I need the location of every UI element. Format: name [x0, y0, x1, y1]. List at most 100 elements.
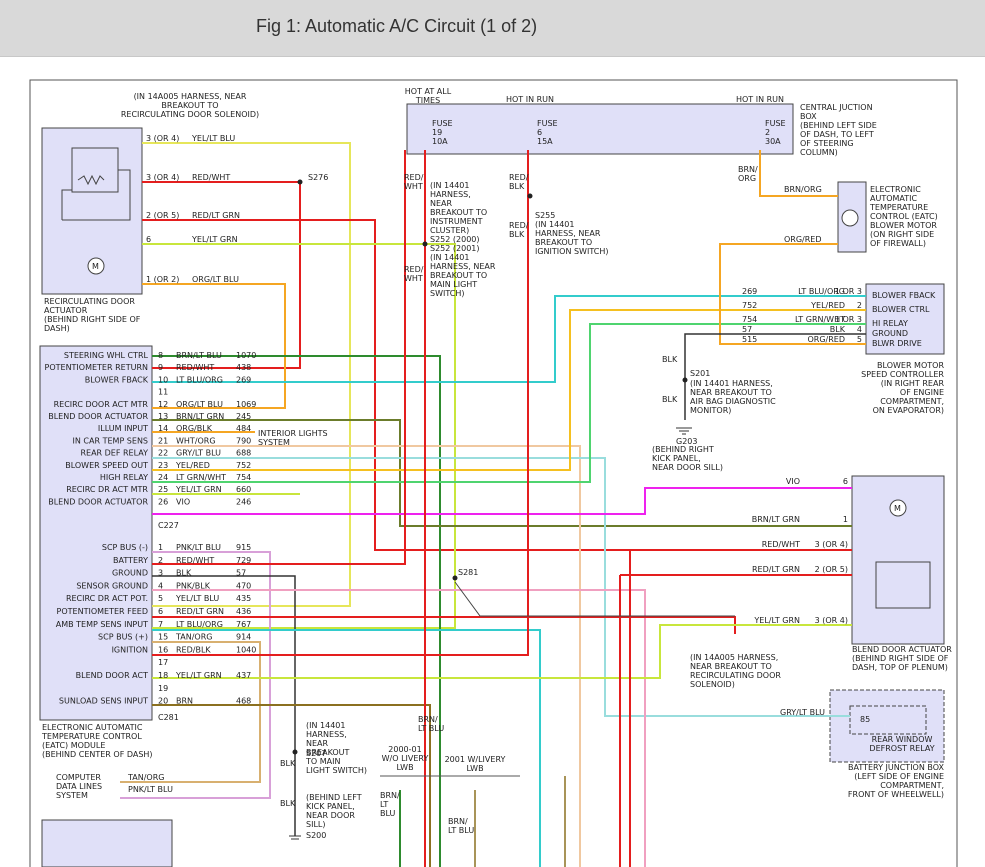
blend-pin-2: 3 (OR 4) [815, 540, 848, 549]
recirc-desc-line-2: (BEHIND RIGHT SIDE OF [44, 315, 141, 324]
c281-circ-12: 468 [236, 697, 251, 706]
bc-pin-4: 5 [857, 335, 862, 344]
c227-label-0: STEERING WHL CTRL [64, 351, 149, 360]
bc-circuit-3: 57 [742, 325, 752, 334]
livery-1-line-1: W/O LIVERY [382, 754, 429, 763]
s200-note-line-0: (BEHIND LEFT [306, 793, 362, 802]
c227-pin-0: 8 [158, 351, 163, 360]
c281-pin-8: 16 [158, 645, 168, 654]
bc-circuit-4: 515 [742, 335, 757, 344]
c227-pin-5: 13 [158, 412, 168, 421]
c281-pin-10: 18 [158, 671, 168, 680]
c227-wire-4: ORG/LT BLU [176, 400, 223, 409]
s281-note-line-1: NEAR BREAKOUT TO [690, 662, 772, 671]
bc-wire-4: ORG/RED [807, 335, 845, 344]
fuse-19-line-1: 19 [432, 128, 442, 137]
c227-circ-4: 1069 [236, 400, 256, 409]
mid-red-wht-2-line-0: RED/ [404, 265, 424, 274]
fuse-6-line-2: 15A [537, 137, 553, 146]
c227-label-8: REAR DEF RELAY [80, 449, 148, 458]
fuse-box-desc-line-5: COLUMN) [800, 148, 838, 157]
bc-circuit-2: 754 [742, 315, 757, 324]
harness-note-line-0: (IN 14A005 HARNESS, NEAR [134, 92, 247, 101]
g203-desc-line-2: NEAR DOOR SILL) [652, 463, 723, 472]
wire-yel-red [152, 309, 866, 471]
s200-note-line-3: SILL) [306, 820, 325, 829]
bjb-desc-line-2: COMPARTMENT, [880, 781, 944, 790]
c227-circ-1: 438 [236, 363, 251, 372]
eatc-desc-line-1: TEMPERATURE CONTROL [41, 732, 142, 741]
blend-desc-line-2: DASH, TOP OF PLENUM) [852, 663, 948, 672]
c281-wire-6: LT BLU/ORG [176, 620, 223, 629]
relay-pin-85: 85 [860, 715, 870, 724]
bc-desc-line-4: COMPARTMENT, [880, 397, 944, 406]
wire-pnk-blk [152, 589, 646, 867]
c281-pin-4: 5 [158, 594, 163, 603]
c227-pin-4: 12 [158, 400, 168, 409]
s207-note-line-5: LIGHT SWITCH) [306, 766, 367, 775]
mid-s255-note-line-2: HARNESS, NEAR [535, 229, 601, 238]
c281-label-12: SUNLOAD SENS INPUT [59, 697, 148, 706]
recirc-pin-1: 3 (OR 4) [146, 173, 179, 182]
interior-lights-line-0: INTERIOR LIGHTS [258, 429, 328, 438]
page-title: Fig 1: Automatic A/C Circuit (1 of 2) [256, 16, 538, 36]
wire-yel-lt-grn-437 [152, 624, 852, 679]
brn-lt-blu-1-line-1: LT BLU [418, 724, 444, 733]
splice-s252 [422, 241, 428, 247]
mid-org-red: ORG/RED [784, 235, 822, 244]
g203-note-line-0: (IN 14401 HARNESS, [690, 379, 773, 388]
bc-circuit-1: 752 [742, 301, 757, 310]
c227-wire-8: GRY/LT BLU [176, 449, 221, 458]
wire-brn-lt-grn [152, 419, 852, 527]
c281-circ-10: 437 [236, 671, 251, 680]
mid-red-blk-1-line-1: BLK [509, 182, 525, 191]
bc-label-3: GROUND [872, 329, 908, 338]
c227-label-4: RECIRC DOOR ACT MTR [54, 400, 149, 409]
blower-motor-desc-line-5: (ON RIGHT SIDE [870, 230, 934, 239]
wire-tan-org [120, 641, 261, 783]
bc-desc-line-0: BLOWER MOTOR [877, 361, 944, 370]
c281-wire-3: PNK/BLK [176, 581, 211, 590]
hot-all-times-line-0: HOT AT ALL [405, 87, 452, 96]
harness-note-line-1: BREAKOUT TO [161, 101, 218, 110]
c281-pin-11: 19 [158, 684, 168, 693]
mid-s255-note-line-4: IGNITION SWITCH) [535, 247, 608, 256]
c227-wire-9: YEL/RED [175, 461, 210, 470]
g203-note-line-1: NEAR BREAKOUT TO [690, 388, 772, 397]
recirc-wire-4: ORG/LT BLU [192, 275, 239, 284]
recirc-pin-2: 2 (OR 5) [146, 211, 179, 220]
mid-s252-note-line-2: NEAR [430, 199, 453, 208]
c227-wire-7: WHT/ORG [176, 436, 216, 445]
c281-wire-1: RED/WHT [176, 556, 214, 565]
wire-yel-lt-blu [142, 142, 351, 607]
bc-desc-line-1: SPEED CONTROLLER [861, 370, 944, 379]
mid-s252-note-line-8: (IN 14401 [430, 253, 469, 262]
brn-lt-blu-2-line-2: BLU [380, 809, 396, 818]
splice-s201 [682, 377, 688, 383]
blower-motor-desc-line-2: TEMPERATURE [869, 203, 928, 212]
relay-label-line-0: REAR WINDOW [872, 735, 933, 744]
wire-pnk-lt-blu [120, 551, 271, 799]
bc-pin-2: 1 OR 3 [835, 315, 862, 324]
fuse-19-line-2: 10A [432, 137, 448, 146]
c227-wire-11: YEL/LT GRN [175, 485, 222, 494]
blend-wire-3: RED/LT GRN [752, 565, 800, 574]
wire-red-lt-grn [142, 219, 852, 551]
c281-circ-6: 767 [236, 620, 251, 629]
harness-note-line-2: RECIRCULATING DOOR SOLENOID) [121, 110, 259, 119]
c281-label-4: RECIRC DR ACT POT. [66, 594, 148, 603]
c227-pin-1: 9 [158, 363, 163, 372]
c281-circ-2: 57 [236, 569, 246, 578]
c227-circ-7: 790 [236, 436, 251, 445]
c281-connector: C281 [158, 713, 179, 722]
bc-wire-0: LT BLU/ORG [798, 287, 845, 296]
c227-wire-10: LT GRN/WHT [176, 473, 226, 482]
wire-brn-org [759, 150, 838, 197]
c281-wire-8: RED/BLK [176, 645, 211, 654]
s207-note-line-3: BREAKOUT [306, 748, 350, 757]
wire-vio [152, 487, 852, 515]
recirc-desc-line-3: DASH) [44, 324, 70, 333]
livery-1-line-0: 2000-01 [388, 745, 421, 754]
bc-pin-3: 4 [857, 325, 862, 334]
